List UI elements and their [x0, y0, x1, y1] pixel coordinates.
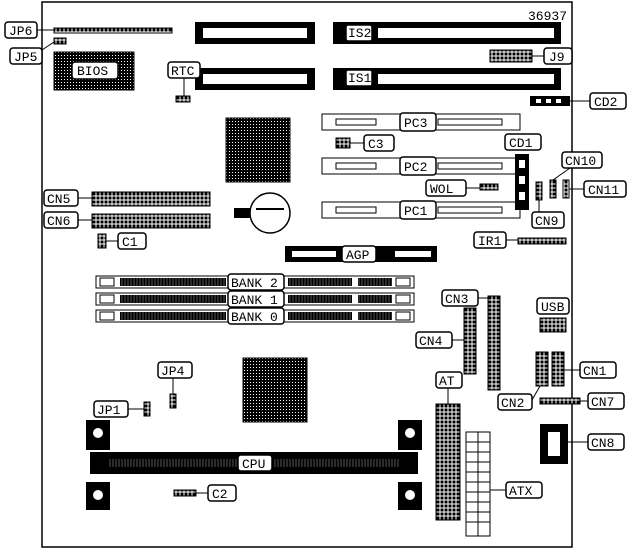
dimm-bank2: BANK 2: [95, 273, 415, 291]
svg-text:CN10: CN10: [565, 154, 596, 169]
ir1-callout: IR1: [473, 231, 518, 249]
svg-text:CN1: CN1: [583, 364, 607, 379]
battery: [249, 192, 291, 234]
cn2-callout: CN2: [497, 385, 541, 411]
cd1-callout: CD1: [504, 133, 542, 151]
cn1-callout: CN1: [564, 361, 617, 379]
agp-label: AGP: [346, 248, 370, 263]
j9-callout: J9: [532, 47, 573, 65]
svg-text:CD2: CD2: [594, 95, 617, 110]
svg-text:IR1: IR1: [478, 234, 502, 249]
svg-text:JP6: JP6: [9, 24, 32, 39]
ir1-header: [517, 237, 567, 245]
svg-text:CN5: CN5: [47, 192, 70, 207]
cn8-callout: CN8: [568, 433, 625, 451]
c1-jumper: [97, 233, 107, 249]
svg-text:CN6: CN6: [47, 214, 70, 229]
cd2-callout: CD2: [570, 92, 627, 110]
rtc-jumper: [175, 95, 191, 103]
svg-text:JP1: JP1: [97, 403, 121, 418]
cn8-connector: [540, 424, 568, 464]
cn6-callout: CN6: [43, 211, 92, 229]
pc3-label: PC3: [404, 116, 427, 131]
atx-callout: ATX: [490, 481, 543, 499]
jp6-callout: JP6: [4, 21, 54, 39]
is1-label: IS1: [348, 71, 372, 86]
diagram-id: 36937: [528, 9, 567, 24]
svg-text:CN2: CN2: [501, 396, 524, 411]
cn10-callout: CN10: [552, 151, 603, 181]
svg-text:CN11: CN11: [588, 183, 619, 198]
rtc-callout: RTC: [167, 61, 201, 96]
svg-text:AT: AT: [439, 374, 455, 389]
battery-holder: [234, 208, 254, 218]
cn3-connector: [487, 295, 501, 391]
jp1-jumper: [143, 401, 151, 417]
dimm-bank1: BANK 1: [95, 290, 415, 308]
svg-text:ATX: ATX: [509, 484, 533, 499]
cpu-slot: CPU: [86, 420, 422, 510]
cn5-ide-connector: [91, 191, 211, 207]
svg-text:CN7: CN7: [591, 395, 614, 410]
svg-text:WOL: WOL: [430, 182, 453, 197]
svg-text:J9: J9: [549, 50, 565, 65]
svg-text:JP5: JP5: [14, 50, 37, 65]
bank1-label: BANK 1: [231, 293, 278, 308]
svg-text:CN8: CN8: [591, 436, 614, 451]
bank2-label: BANK 2: [231, 276, 278, 291]
cn11-callout: CN11: [569, 180, 627, 198]
at-callout: AT: [435, 371, 463, 404]
cn6-ide-connector: [91, 213, 211, 229]
chipset-north-chip: [225, 117, 291, 183]
svg-text:CD1: CD1: [509, 136, 533, 151]
svg-text:C1: C1: [122, 235, 138, 250]
svg-text:CN4: CN4: [419, 334, 443, 349]
cn11-header: [562, 179, 570, 199]
cn9-header: [535, 181, 543, 201]
cn9-callout: CN9: [531, 200, 565, 229]
at-power-connector: [435, 403, 461, 521]
cn3-callout: CN3: [441, 289, 488, 307]
usb-callout: USB: [536, 297, 570, 315]
j9-header: [489, 49, 533, 63]
jp5-jumper: [53, 37, 67, 45]
cn1-header: [551, 351, 565, 387]
pc2-label: PC2: [404, 160, 427, 175]
jp5-callout: JP5: [9, 41, 55, 65]
jp4-jumper: [169, 393, 177, 409]
pc1-label: PC1: [404, 204, 428, 219]
jp1-callout: JP1: [93, 400, 144, 418]
cn5-callout: CN5: [43, 189, 92, 207]
svg-text:CN3: CN3: [445, 292, 468, 307]
svg-text:CN9: CN9: [535, 214, 558, 229]
jp6-header: [53, 27, 173, 34]
svg-text:C3: C3: [368, 137, 384, 152]
c3-jumper: [335, 137, 351, 149]
svg-text:RTC: RTC: [171, 64, 195, 79]
c1-callout: C1: [106, 232, 147, 250]
svg-text:C2: C2: [212, 487, 228, 502]
c2-callout: C2: [196, 484, 237, 502]
cn10-header: [549, 179, 557, 199]
cpu-label: CPU: [242, 457, 265, 472]
c3-callout: C3: [350, 134, 395, 152]
cn7-callout: CN7: [580, 392, 625, 410]
is2-label: IS2: [348, 26, 371, 41]
dimm-bank0: BANK 0: [95, 307, 415, 325]
cn4-connector: [463, 307, 477, 375]
svg-text:JP4: JP4: [161, 364, 185, 379]
wol-header: [479, 183, 499, 191]
cn7-header: [539, 397, 581, 405]
cn2-header: [535, 351, 549, 387]
usb-header: [539, 317, 567, 333]
chipset-south-chip: [242, 357, 308, 423]
bios-label: BIOS: [77, 64, 108, 79]
jp4-callout: JP4: [157, 361, 193, 394]
cn4-callout: CN4: [415, 331, 464, 349]
bank0-label: BANK 0: [231, 310, 278, 325]
svg-text:USB: USB: [541, 300, 565, 315]
wol-callout: WOL: [425, 179, 480, 197]
c2-jumper: [173, 489, 197, 497]
